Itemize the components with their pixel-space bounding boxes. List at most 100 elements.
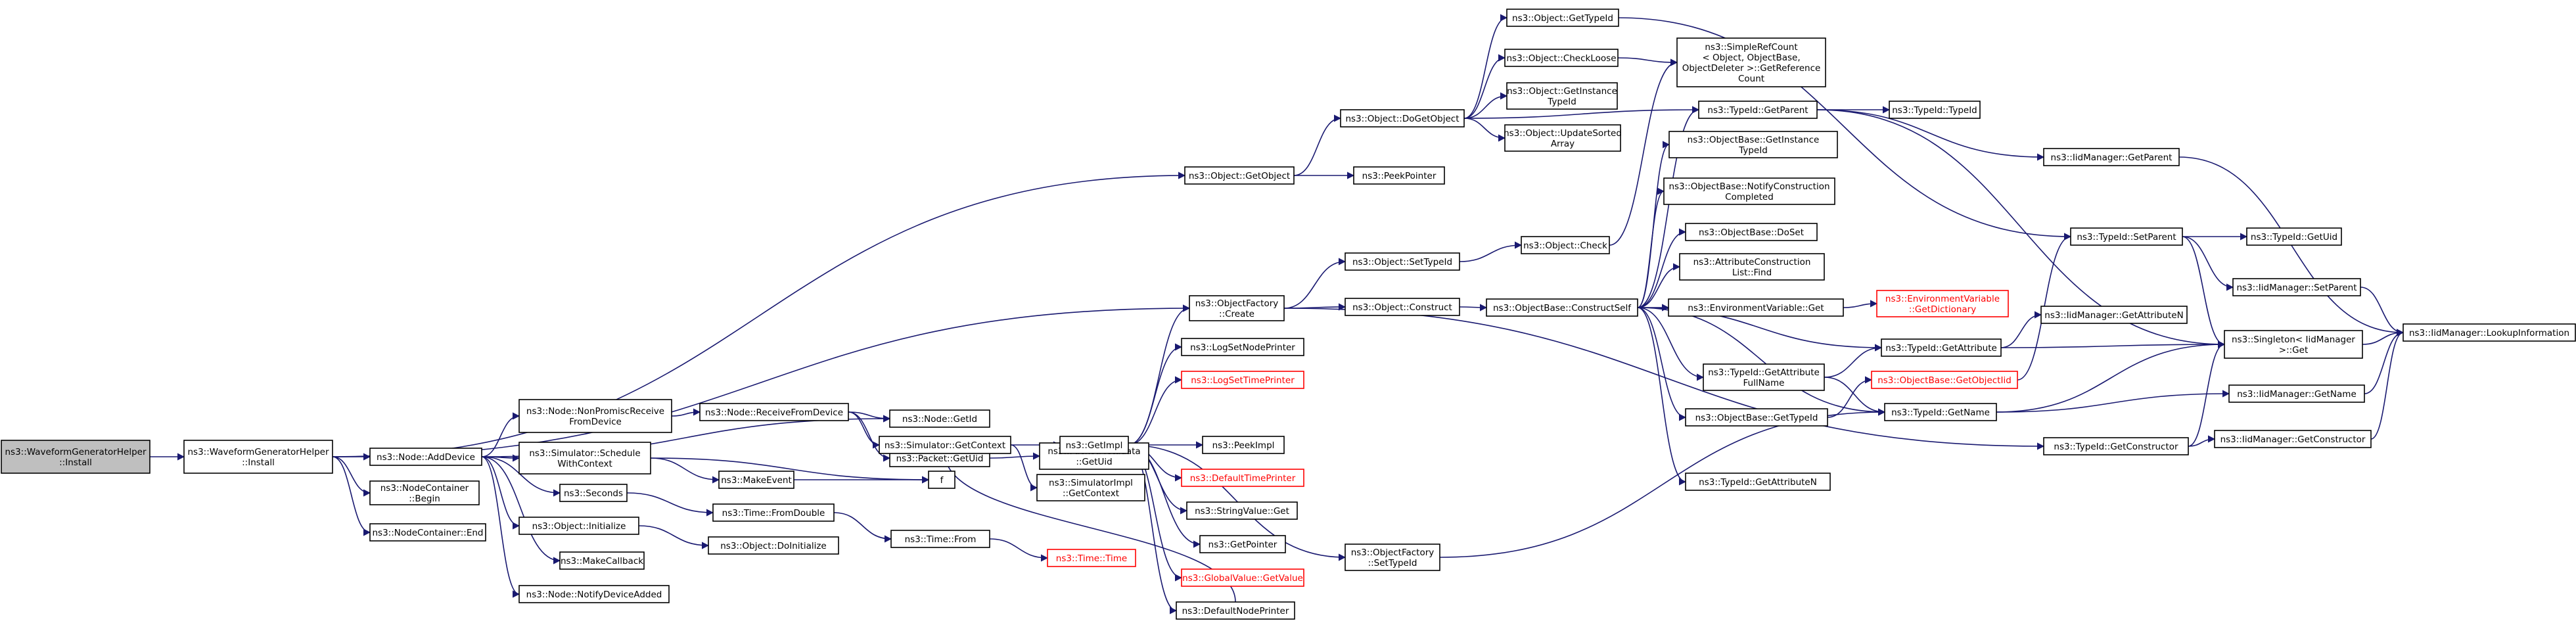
node-obj-getobject[interactable]: ns3::Object::GetObject (1184, 166, 1295, 185)
edge-node-adddevice-to-seconds (481, 456, 561, 497)
node-typeid-setparent[interactable]: ns3::TypeId::SetParent (2070, 227, 2183, 246)
node-makeevent[interactable]: ns3::MakeEvent (718, 471, 794, 489)
node-label: ns3::Object::GetObject (1189, 171, 1290, 181)
node-box (1881, 338, 2002, 357)
node-iidmgr-lookupinfo[interactable]: ns3::IidManager::LookupInformation (2403, 323, 2576, 342)
node-box (2043, 148, 2180, 166)
node-simimpl-getctx[interactable]: ns3::SimulatorImpl::GetContext (1036, 474, 1145, 501)
node-getpointer[interactable]: ns3::GetPointer (1199, 535, 1286, 553)
node-time-from[interactable]: ns3::Time::From (890, 530, 990, 548)
node-objbase-constructself[interactable]: ns3::ObjectBase::ConstructSelf (1486, 298, 1638, 317)
node-time-fromdouble[interactable]: ns3::Time::FromDouble (712, 503, 835, 522)
edge-layer (150, 14, 2404, 614)
node-objbase-notify[interactable]: ns3::ObjectBase::NotifyConstructionCompl… (1663, 177, 1835, 205)
node-node-getid[interactable]: ns3::Node::GetId (889, 409, 990, 428)
node-label: ns3::TypeId::GetAttributeN (1699, 477, 1817, 488)
node-getimpl[interactable]: ns3::GetImpl (1059, 436, 1129, 454)
node-label: ns3::Object::DoInitialize (720, 541, 827, 551)
node-label: FromDevice (569, 417, 622, 427)
node-stringvalue-get[interactable]: ns3::StringValue::Get (1186, 501, 1298, 520)
node-label: >::Get (2279, 345, 2308, 356)
node-typeid-getattrn[interactable]: ns3::TypeId::GetAttributeN (1685, 473, 1831, 491)
node-lognodeprinter[interactable]: ns3::LogSetNodePrinter (1181, 338, 1304, 356)
node-envvar-getdict[interactable]: ns3::EnvironmentVariable::GetDictionary (1876, 290, 2009, 317)
node-label: ns3::PeekPointer (1362, 171, 1437, 181)
node-box (1345, 252, 1460, 271)
node-box (1685, 223, 1818, 241)
node-objbase-getobjectiid[interactable]: ns3::ObjectBase::GetObjectIid (1871, 371, 2018, 389)
node-iidmgr-getconstructor[interactable]: ns3::IidManager::GetConstructor (2214, 430, 2372, 448)
node-typeid-getattribute[interactable]: ns3::TypeId::GetAttribute (1881, 338, 2002, 357)
node-sim-getcontext[interactable]: ns3::Simulator::GetContext (879, 436, 1011, 454)
node-defaultnodeprinter[interactable]: ns3::DefaultNodePrinter (1176, 601, 1295, 620)
node-typeid-getconstructor[interactable]: ns3::TypeId::GetConstructor (2043, 437, 2189, 455)
node-defaulttimeprinter[interactable]: ns3::DefaultTimePrinter (1181, 469, 1304, 487)
node-objbase-doset[interactable]: ns3::ObjectBase::DoSet (1685, 223, 1818, 241)
node-obj-initialize[interactable]: ns3::Object::Initialize (518, 517, 639, 535)
node-simplerefcount[interactable]: ns3::SimpleRefCount< Object, ObjectBase,… (1676, 37, 1826, 87)
node-obj-doinit[interactable]: ns3::Object::DoInitialize (708, 536, 839, 555)
node-label: ns3::PeekImpl (1212, 440, 1275, 451)
node-iidmgr-getattrn[interactable]: ns3::IidManager::GetAttributeN (2040, 306, 2188, 324)
node-label: ::Create (1219, 309, 1254, 319)
node-typeid-getuid[interactable]: ns3::TypeId::GetUid (2246, 227, 2342, 246)
node-peekimpl[interactable]: ns3::PeekImpl (1202, 436, 1285, 454)
node-node-adddevice[interactable]: ns3::Node::AddDevice (369, 448, 482, 466)
node-objbase-gettypeid[interactable]: ns3::ObjectBase::GetTypeId (1685, 408, 1828, 427)
node-makecallback[interactable]: ns3::MakeCallback (559, 551, 645, 570)
node-iidmgr-getname[interactable]: ns3::IidManager::GetName (2228, 384, 2365, 403)
node-logtimeprinter[interactable]: ns3::LogSetTimePrinter (1181, 371, 1304, 389)
node-label: TypeId (1738, 145, 1768, 156)
node-nc-begin[interactable]: ns3::NodeContainer::Begin (369, 480, 480, 505)
node-typeid-typeid[interactable]: ns3::TypeId::TypeId (1889, 101, 1981, 119)
node-obj-checkloose[interactable]: ns3::Object::CheckLoose (1504, 49, 1619, 67)
node-label: ns3::Node::AddDevice (377, 452, 475, 463)
node-label: ns3::ObjectFactory (1351, 547, 1435, 558)
node-seconds[interactable]: ns3::Seconds (559, 484, 628, 502)
node-obj-dogetobject[interactable]: ns3::Object::DoGetObject (1340, 109, 1465, 127)
edge-objbase-constructself-to-typeid-getattrn (1637, 307, 1687, 486)
node-obj-gettypeid[interactable]: ns3::Object::GetTypeId (1506, 9, 1619, 27)
node-wgh-install[interactable]: ns3::WaveformGeneratorHelper::Install (183, 440, 333, 474)
node-box (1668, 131, 1838, 158)
edge-objbase-constructself-to-objbase-doset (1637, 228, 1687, 308)
node-f[interactable]: f (928, 471, 955, 489)
node-iidmgr-setparent[interactable]: ns3::IidManager::SetParent (2232, 278, 2361, 296)
node-label: ns3::Packet::GetUid (896, 453, 984, 464)
node-box (1345, 298, 1460, 316)
node-box (1506, 9, 1619, 27)
node-typeid-getparent[interactable]: ns3::TypeId::GetParent (1698, 101, 1818, 119)
node-nc-end[interactable]: ns3::NodeContainer::End (369, 523, 486, 542)
node-obj-settypeid[interactable]: ns3::Object::SetTypeId (1345, 252, 1460, 271)
node-label: ns3::NodeContainer::End (373, 528, 484, 538)
node-box (369, 448, 482, 466)
node-box (1685, 408, 1828, 427)
node-box (1181, 568, 1304, 587)
node-iidmgr-getparent[interactable]: ns3::IidManager::GetParent (2043, 148, 2180, 166)
node-globalvalue-get[interactable]: ns3::GlobalValue::GetValue (1181, 568, 1304, 587)
node-box (1889, 101, 1981, 119)
node-obj-check[interactable]: ns3::Object::Check (1521, 236, 1610, 254)
edge-typeid-getattribute-to-singleton-get (2000, 340, 2226, 348)
node-of-create[interactable]: ns3::ObjectFactory::Create (1189, 295, 1285, 321)
node-typeid-getname[interactable]: ns3::TypeId::GetName (1884, 403, 1997, 421)
node-singleton-get[interactable]: ns3::Singleton< IidManager>::Get (2224, 330, 2363, 359)
node-box (1506, 82, 1618, 110)
node-peekpointer[interactable]: ns3::PeekPointer (1353, 166, 1445, 185)
edge-objbase-constructself-to-objbase-notify (1637, 187, 1665, 308)
node-label: ns3::Object::SetTypeId (1352, 257, 1452, 267)
node-obj-construct[interactable]: ns3::Object::Construct (1345, 298, 1460, 316)
node-envvar-get[interactable]: ns3::EnvironmentVariable::Get (1668, 298, 1844, 317)
edge-typeid-getconstructor-to-iidmgr-getconstructor (2188, 435, 2216, 447)
node-of-settypeid[interactable]: ns3::ObjectFactory::SetTypeId (1345, 544, 1440, 571)
node-time-time[interactable]: ns3::Time::Time (1047, 549, 1136, 567)
node-node-notify[interactable]: ns3::Node::NotifyDeviceAdded (518, 585, 670, 603)
node-node-receive[interactable]: ns3::Node::ReceiveFromDevice (699, 403, 849, 421)
